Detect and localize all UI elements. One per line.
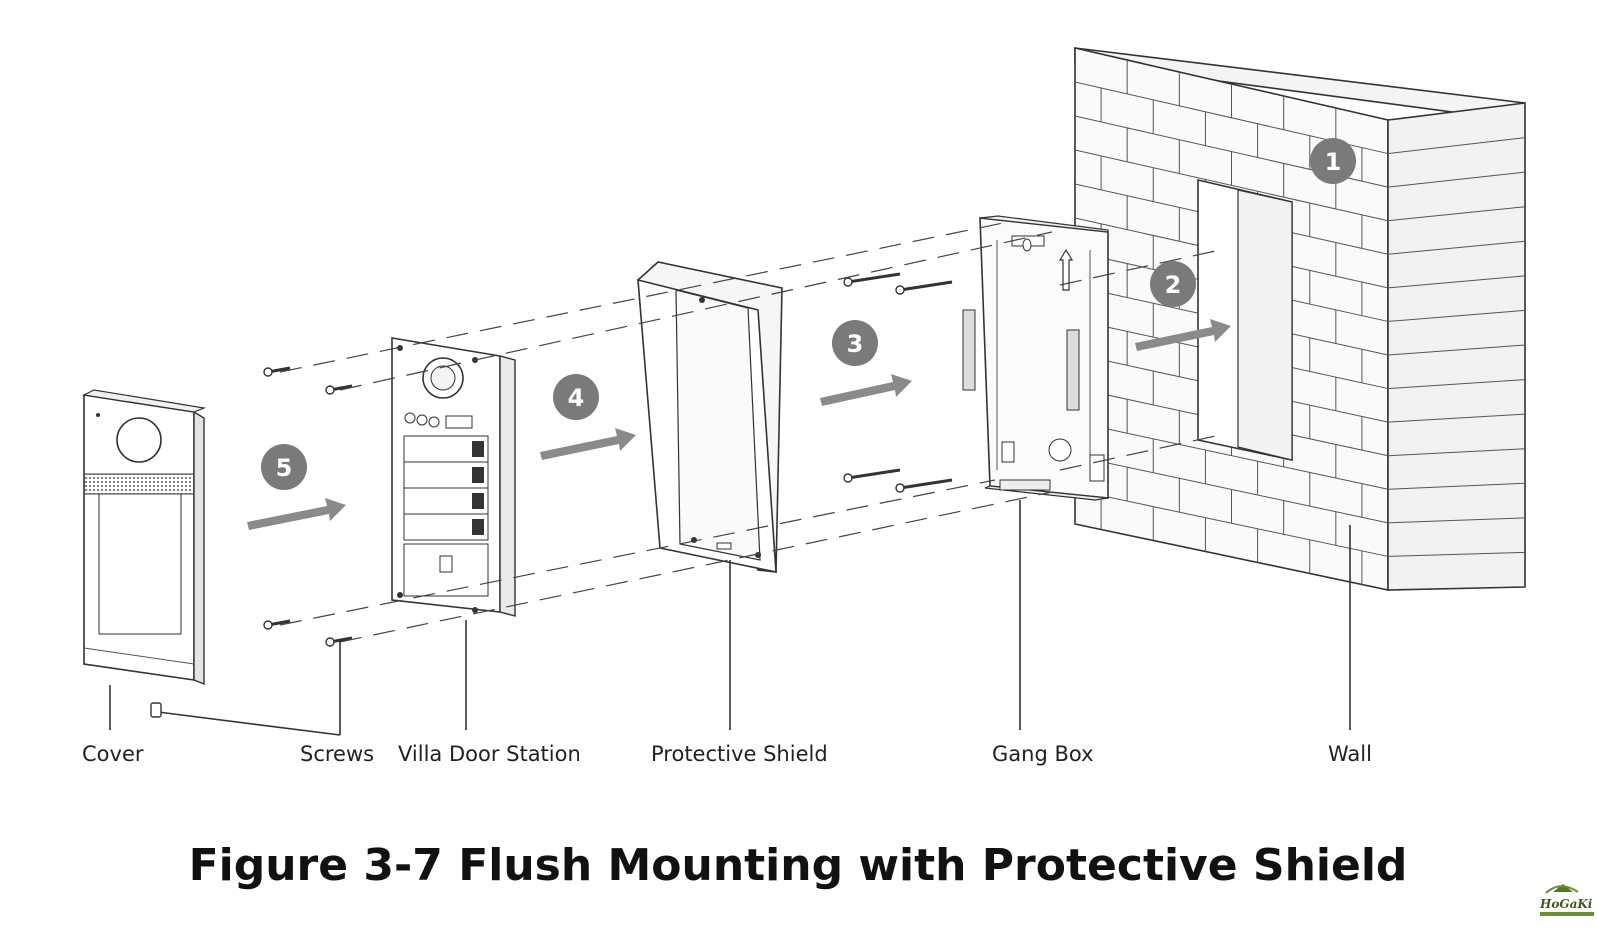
step-4-badge: 4: [553, 374, 599, 420]
label-screws: Screws: [300, 742, 374, 766]
brick-side-line: [1387, 309, 1526, 322]
figure-title: Figure 3-7 Flush Mounting with Protectiv…: [189, 840, 1408, 891]
brick-side-line: [1387, 137, 1526, 155]
direction-arrows: [247, 319, 1231, 530]
label-protective-shield: Protective Shield: [651, 742, 828, 766]
brick-side-line: [1387, 206, 1526, 222]
screw: [325, 384, 353, 395]
screw: [263, 366, 291, 377]
step-3-badge: 3: [832, 320, 878, 366]
screws-illustration: [263, 272, 953, 647]
cover-illustration: [82, 389, 207, 686]
screw: [325, 636, 353, 647]
label-gang-box: Gang Box: [992, 742, 1094, 766]
watermark-text: HoGaKi: [1539, 897, 1593, 911]
call-button-row: [403, 435, 489, 541]
step-badges: 1 2 3 4 5: [261, 138, 1356, 490]
protective-shield-illustration: [637, 261, 783, 573]
brick-side-line: [1387, 448, 1526, 457]
brick-side-line: [1387, 275, 1526, 289]
svg-text:2: 2: [1165, 271, 1182, 299]
alignment-lines: [279, 221, 1221, 643]
brick-side-line: [1387, 171, 1526, 188]
screw: [263, 619, 291, 630]
svg-text:3: 3: [847, 330, 864, 358]
screw: [895, 478, 953, 493]
svg-text:1: 1: [1325, 148, 1342, 176]
screw: [843, 468, 901, 483]
brick-side-line: [1387, 413, 1526, 423]
screw: [895, 280, 953, 295]
brick-side-line: [1387, 344, 1526, 356]
svg-text:4: 4: [568, 384, 585, 412]
brick-side-line: [1387, 551, 1526, 557]
svg-text:5: 5: [276, 454, 293, 482]
leader-lines: [109, 500, 1351, 736]
screw: [843, 272, 901, 287]
villa-door-station-illustration: [391, 337, 516, 617]
label-cover: Cover: [82, 742, 144, 766]
step-1-badge: 1: [1310, 138, 1356, 184]
small-pin: [150, 702, 162, 718]
gang-box-illustration: [962, 215, 1109, 501]
label-wall: Wall: [1328, 742, 1372, 766]
hogaki-logo: HoGaKi: [1539, 884, 1594, 916]
step-2-badge: 2: [1150, 261, 1196, 307]
step-5-badge: 5: [261, 444, 307, 490]
brick-side-line: [1387, 240, 1526, 255]
wall-illustration: [1074, 46, 1526, 591]
brick-side-line: [1387, 379, 1526, 390]
label-villa-door-station: Villa Door Station: [398, 742, 581, 766]
brick-side-line: [1387, 482, 1526, 490]
brick-side-line: [1387, 517, 1526, 524]
